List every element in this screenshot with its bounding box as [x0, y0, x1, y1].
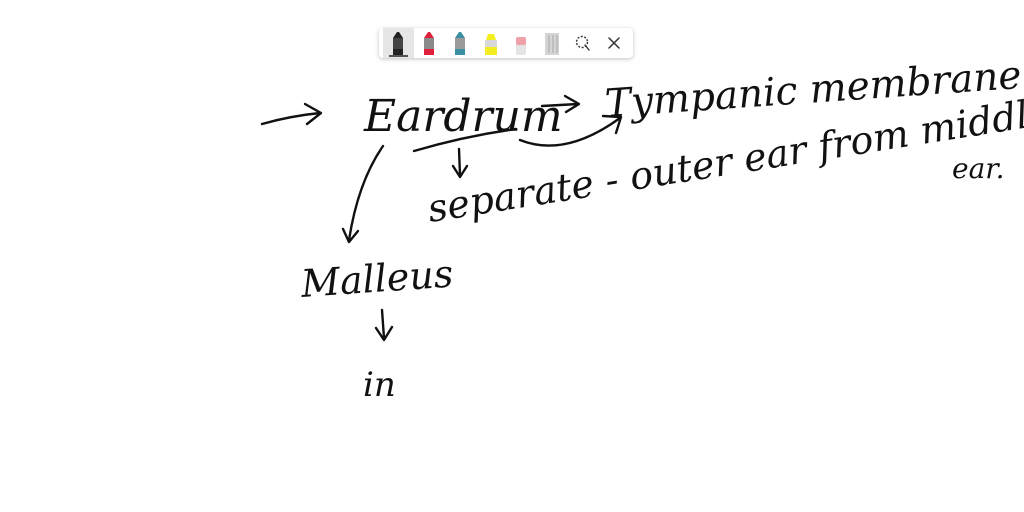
curved-arrow-to-tympanic [518, 114, 623, 147]
ruler-tool[interactable] [537, 28, 568, 58]
black-pen-tool[interactable] [383, 28, 414, 58]
eardrum-underline [412, 127, 518, 153]
word-ear: ear. [952, 152, 1004, 185]
word-in: in [363, 365, 396, 405]
black-pen-icon [393, 32, 404, 55]
red-pen-tool[interactable] [414, 28, 445, 58]
highlighter-icon [484, 34, 497, 55]
lasso-select-tool[interactable] [568, 28, 599, 58]
word-malleus: Malleus [299, 251, 455, 306]
lasso-icon [575, 35, 590, 51]
word-eardrum: Eardrum [363, 91, 563, 142]
eraser-tool[interactable] [506, 28, 537, 58]
ink-toolbar [379, 28, 633, 58]
arrow-eardrum-to-tympanic [540, 94, 581, 114]
teal-pen-icon [454, 32, 465, 55]
arrow-into-eardrum [260, 102, 323, 126]
eraser-icon [516, 37, 527, 55]
teal-pen-tool[interactable] [445, 28, 476, 58]
yellow-highlighter-tool[interactable] [475, 28, 506, 58]
arrow-eardrum-to-malleus [341, 144, 385, 244]
red-pen-icon [424, 32, 435, 55]
ruler-icon [545, 33, 560, 55]
close-toolbar-button[interactable] [598, 28, 629, 58]
close-icon [607, 37, 620, 49]
arrow-malleus-to-in [374, 308, 394, 342]
arrow-down-to-separate [451, 147, 469, 179]
